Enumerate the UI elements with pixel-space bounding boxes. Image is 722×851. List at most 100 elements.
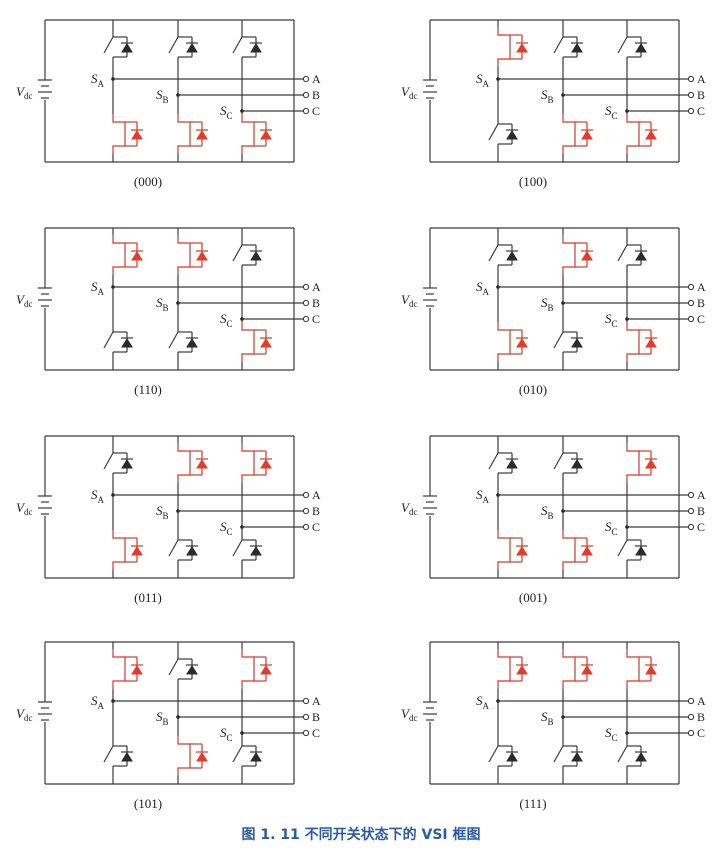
source-label: Vdc: [16, 500, 32, 517]
lower-switch: [103, 322, 133, 362]
diode-triangle: [260, 665, 272, 675]
terminal-circle: [302, 713, 310, 721]
upper-switch: [103, 443, 133, 483]
terminal-label: C: [312, 520, 320, 534]
terminal-circle: [687, 283, 695, 291]
conducting-switch-path: [562, 235, 576, 275]
switching-state-label: (101): [134, 796, 162, 811]
switch-blade: [617, 36, 628, 54]
terminal-circle: [687, 697, 695, 705]
node-label: SB: [156, 503, 169, 521]
node-label: SA: [476, 71, 490, 89]
lower-switch: [497, 530, 528, 570]
upper-switch: [497, 649, 528, 689]
switch-blade: [103, 331, 114, 349]
source-label: Vdc: [16, 84, 32, 101]
terminal-circle: [687, 107, 695, 115]
battery-icon: [38, 495, 52, 515]
conducting-switch-path: [241, 649, 255, 689]
conducting-switch-path: [241, 114, 255, 154]
switch-blade: [168, 36, 179, 54]
diode-triangle: [506, 752, 518, 762]
switching-state-label: (111): [519, 796, 546, 811]
switch-blade: [617, 244, 628, 262]
switch-blade: [103, 36, 114, 54]
terminal-circle: [687, 523, 695, 531]
diode-triangle: [581, 546, 593, 556]
diode-triangle: [506, 459, 518, 469]
upper-switch: [168, 27, 198, 67]
switching-state-label: (011): [134, 590, 162, 605]
node-label: SC: [220, 103, 233, 121]
conducting-switch-path: [241, 322, 255, 362]
node-label: SB: [541, 295, 554, 313]
terminal-label: B: [312, 88, 320, 102]
terminal-circle: [687, 299, 695, 307]
terminal-label: A: [697, 694, 706, 708]
diode-triangle: [131, 665, 143, 675]
battery-icon: [423, 287, 437, 307]
source-label: Vdc: [16, 292, 32, 309]
switch-blade: [232, 36, 243, 54]
terminal-circle: [687, 91, 695, 99]
conducting-switch-path: [497, 322, 511, 362]
conducting-switch-path: [562, 530, 576, 570]
upper-switch: [497, 27, 528, 67]
upper-switch: [617, 27, 647, 67]
lower-switch: [241, 114, 272, 154]
diode-triangle: [645, 338, 657, 348]
terminal-circle: [302, 697, 310, 705]
lower-switch: [177, 736, 208, 776]
diode-triangle: [260, 130, 272, 140]
lower-switch: [553, 736, 583, 776]
switch-blade: [617, 539, 628, 557]
terminal-label: B: [312, 504, 320, 518]
diode-triangle: [260, 338, 272, 348]
diode-triangle: [635, 546, 647, 556]
terminal-circle: [687, 491, 695, 499]
terminal-label: A: [697, 488, 706, 502]
upper-switch: [488, 235, 518, 275]
switch-blade: [553, 452, 564, 470]
switching-state-label: (110): [134, 382, 162, 397]
conducting-switch-path: [177, 443, 191, 483]
lower-switch: [168, 530, 198, 570]
terminal-label: A: [312, 488, 321, 502]
upper-switch: [112, 649, 143, 689]
switch-blade: [168, 331, 179, 349]
diode-triangle: [571, 338, 583, 348]
terminal-label: B: [697, 710, 705, 724]
terminal-label: C: [697, 104, 705, 118]
terminal-circle: [302, 283, 310, 291]
upper-switch: [626, 649, 657, 689]
diode-triangle: [121, 43, 133, 53]
upper-switch: [232, 235, 262, 275]
node-label: SA: [476, 693, 490, 711]
conducting-switch-path: [112, 649, 126, 689]
lower-switch: [617, 530, 647, 570]
diode-triangle: [516, 338, 528, 348]
switching-state-label: (001): [519, 590, 547, 605]
conducting-switch-path: [112, 530, 126, 570]
switch-blade: [488, 123, 499, 141]
diode-triangle: [250, 43, 262, 53]
lower-switch: [626, 322, 657, 362]
conducting-switch-path: [626, 322, 640, 362]
upper-switch: [112, 235, 143, 275]
upper-switch: [562, 235, 593, 275]
terminal-label: A: [312, 72, 321, 86]
upper-switch: [103, 27, 133, 67]
node-label: SC: [605, 103, 618, 121]
switching-state-label: (010): [519, 382, 547, 397]
lower-switch: [177, 114, 208, 154]
diode-triangle: [645, 130, 657, 140]
source-label: Vdc: [401, 292, 417, 309]
node-label: SC: [605, 725, 618, 743]
node-label: SB: [541, 87, 554, 105]
diode-triangle: [121, 459, 133, 469]
